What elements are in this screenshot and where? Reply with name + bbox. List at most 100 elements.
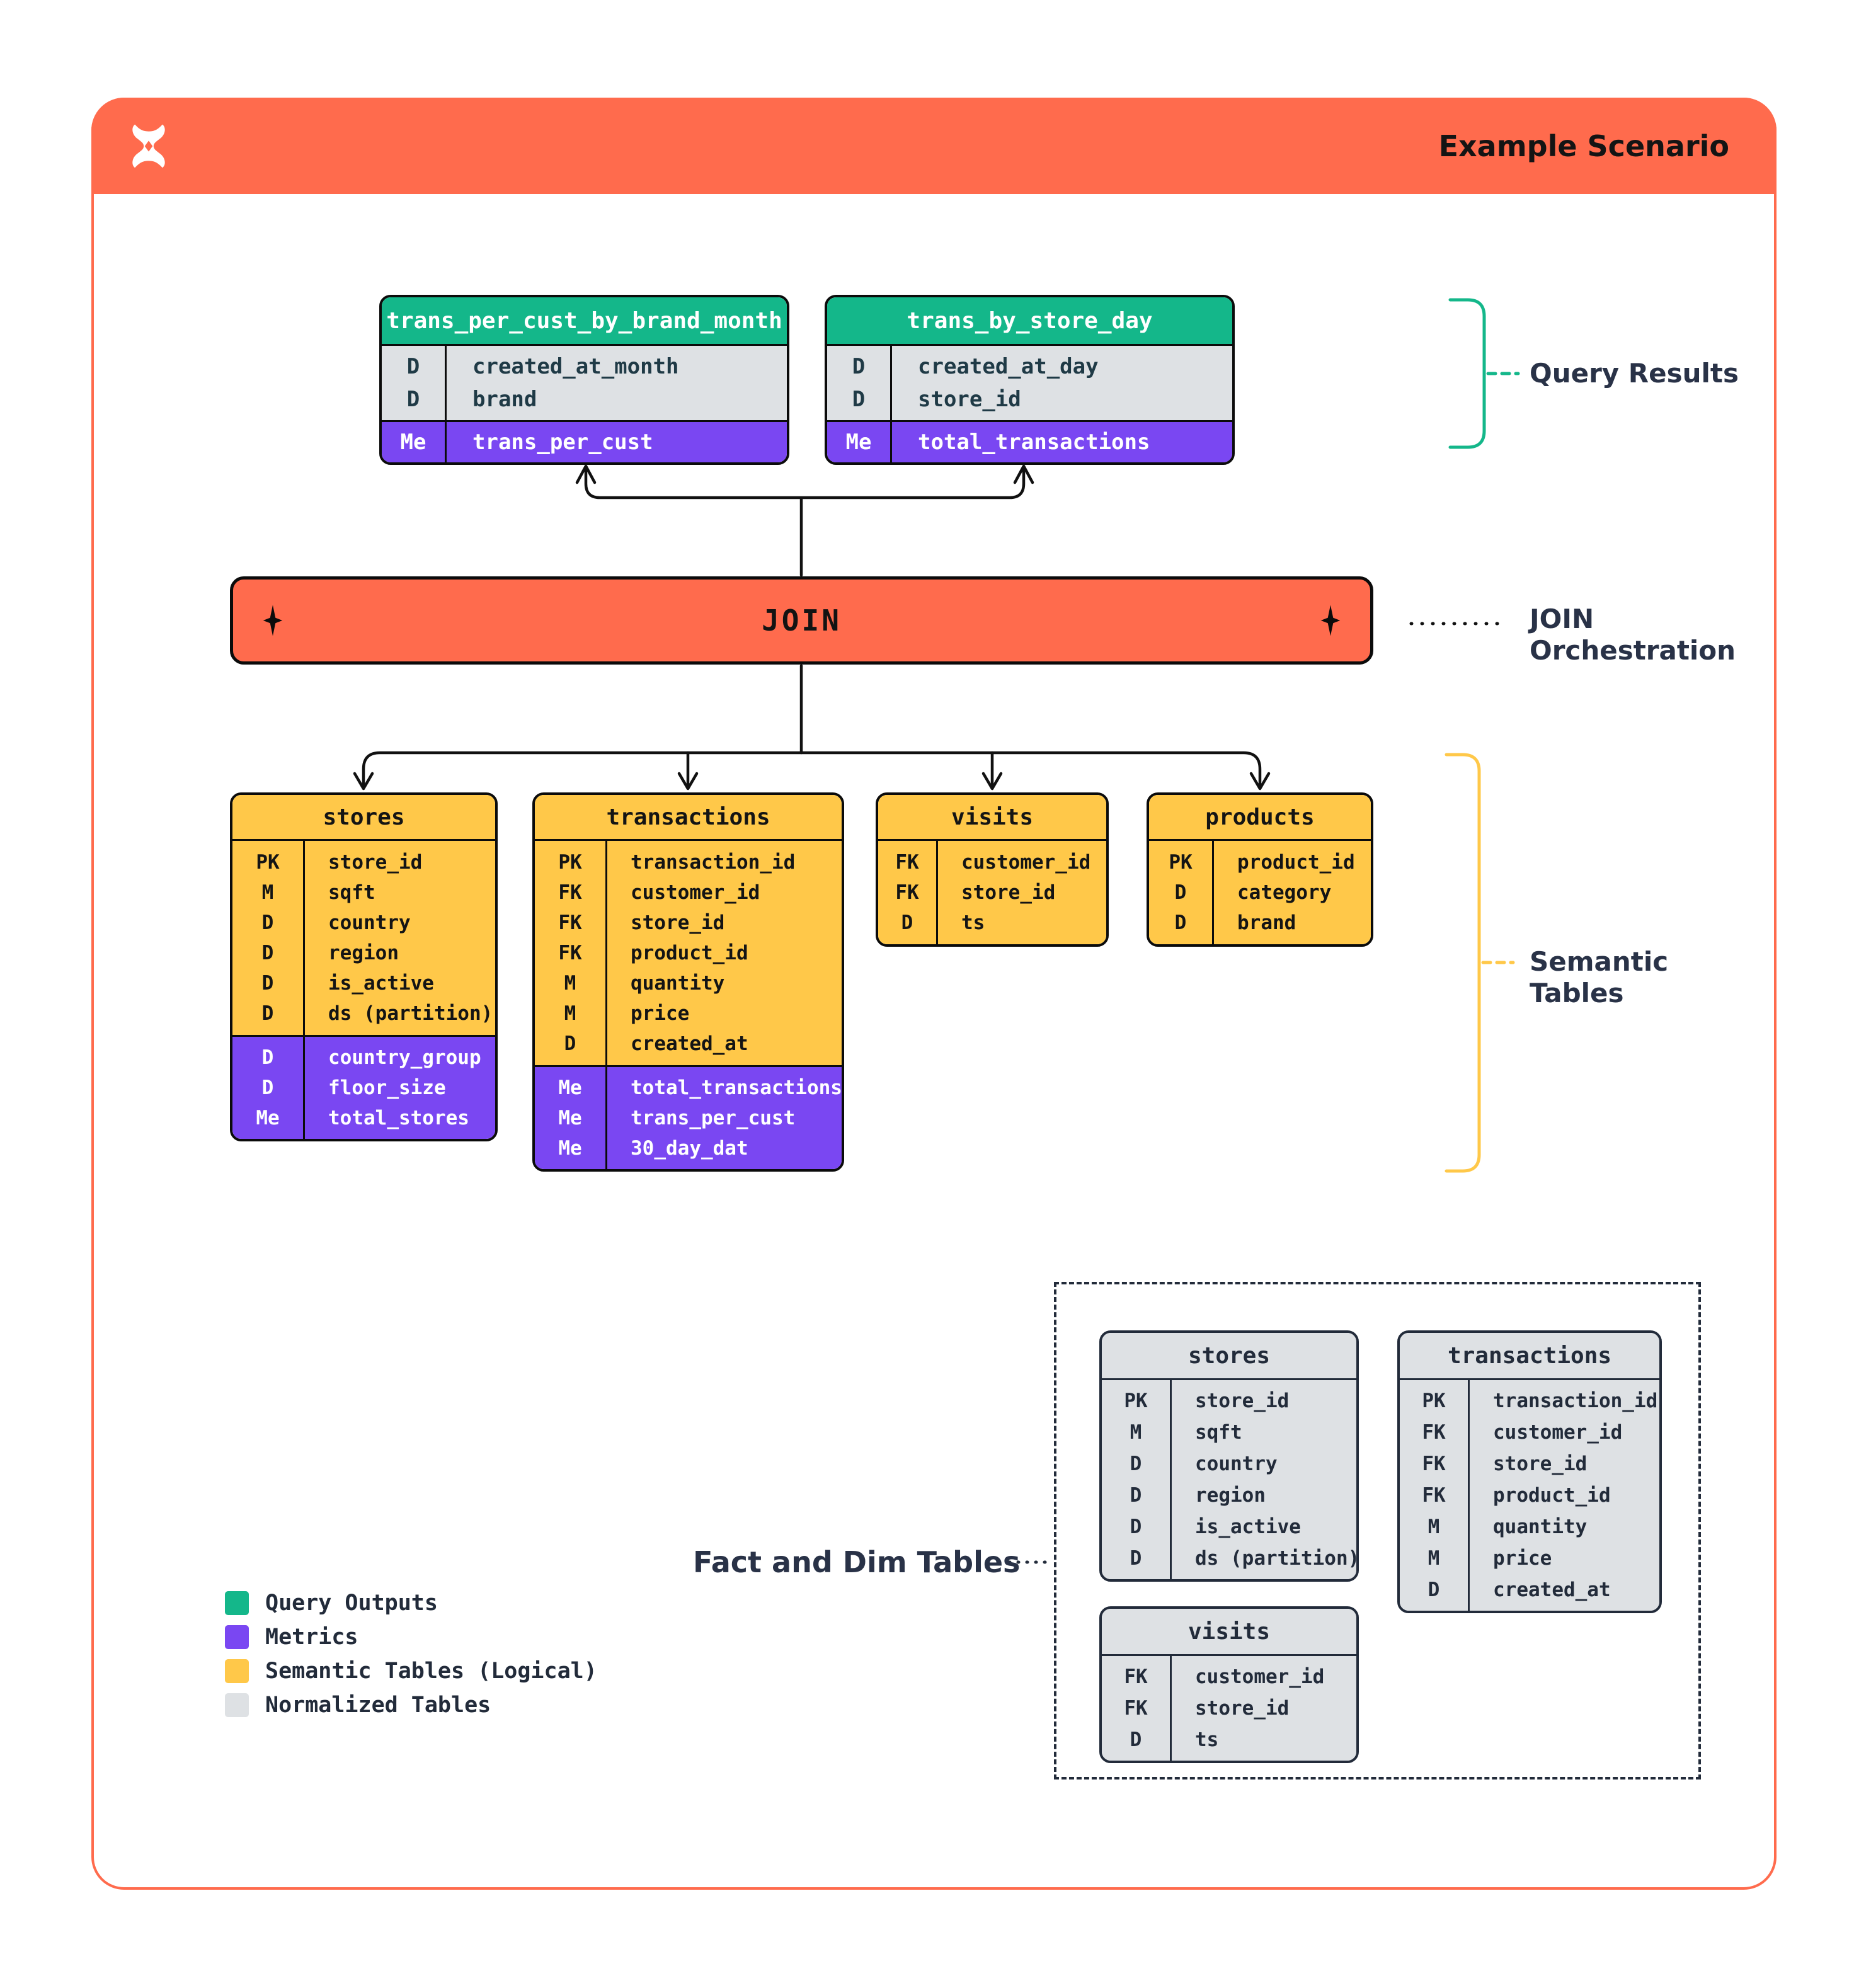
field-name: product_id [1493, 1484, 1611, 1507]
field-key: FK [1124, 1697, 1148, 1720]
legend-item: Semantic Tables (Logical) [225, 1654, 597, 1688]
field-name: quantity [631, 972, 725, 995]
field-name: region [1195, 1484, 1266, 1507]
field-name: total_transactions [918, 430, 1150, 455]
field-name: total_transactions [631, 1077, 842, 1099]
metric-rows: Me total_transactions [827, 420, 1232, 462]
field-key: D [1130, 1453, 1142, 1475]
legend-item: Normalized Tables [225, 1688, 597, 1722]
annotation-semantic-tables: Semantic Tables [1530, 946, 1668, 1009]
legend-item: Query Outputs [225, 1586, 597, 1620]
table-title: stores [1102, 1333, 1356, 1378]
legend-label: Query Outputs [265, 1591, 438, 1616]
field-name: transaction_id [631, 851, 796, 874]
field-name: store_id [328, 851, 423, 874]
field-name: country_group [328, 1046, 481, 1069]
field-name: country [328, 911, 411, 934]
field-name: sqft [1195, 1421, 1242, 1444]
table-row: FK store_id [1102, 1693, 1356, 1724]
field-name: store_id [1195, 1697, 1290, 1720]
table-title: trans_per_cust_by_brand_month [382, 297, 787, 344]
annotation-join-orchestration: JOIN Orchestration [1530, 603, 1736, 666]
field-key: D [406, 354, 420, 379]
field-name: brand [1237, 911, 1296, 934]
field-key: FK [558, 942, 582, 964]
annotation-line: Semantic [1530, 946, 1669, 977]
field-key: PK [256, 851, 280, 874]
field-key: FK [1422, 1421, 1446, 1444]
table-row: PK transaction_id [535, 847, 842, 877]
field-key: FK [1422, 1484, 1446, 1507]
field-name: trans_per_cust [472, 430, 653, 455]
field-key: Me [400, 430, 426, 455]
field-name: transaction_id [1493, 1390, 1658, 1412]
annotation-query-results: Query Results [1530, 358, 1739, 389]
field-key: Me [558, 1077, 582, 1099]
field-key: FK [895, 881, 919, 904]
legend-swatch-semantic-tables [225, 1659, 249, 1683]
legend-swatch-metrics [225, 1625, 249, 1649]
field-key: PK [1422, 1390, 1446, 1412]
field-key: PK [558, 851, 582, 874]
field-key: D [1174, 881, 1187, 904]
table-title: transactions [535, 795, 842, 839]
field-name: ts [961, 911, 985, 934]
legend-label: Metrics [265, 1625, 358, 1650]
field-key: Me [845, 430, 872, 455]
field-name: store_id [918, 387, 1021, 412]
field-name: quantity [1493, 1516, 1588, 1538]
field-key: D [1174, 911, 1187, 934]
field-key: FK [895, 851, 919, 874]
field-key: D [261, 942, 274, 964]
legend: Query Outputs Metrics Semantic Tables (L… [225, 1586, 597, 1722]
table-title: trans_by_store_day [827, 297, 1232, 344]
table-title: stores [232, 795, 495, 839]
table-row: PK transaction_id [1400, 1385, 1659, 1417]
table-title: transactions [1400, 1333, 1659, 1378]
dagster-logo-icon [132, 124, 165, 168]
field-key: M [564, 1002, 576, 1025]
field-key: M [1428, 1516, 1440, 1538]
four-point-star-icon [1320, 605, 1341, 636]
field-key: D [852, 354, 866, 379]
field-name: product_id [1237, 851, 1355, 874]
field-key: PK [1169, 851, 1193, 874]
field-name: customer_id [1195, 1665, 1325, 1688]
table-row: PK store_id [232, 847, 495, 877]
field-key: D [261, 972, 274, 995]
field-key: D [901, 911, 913, 934]
